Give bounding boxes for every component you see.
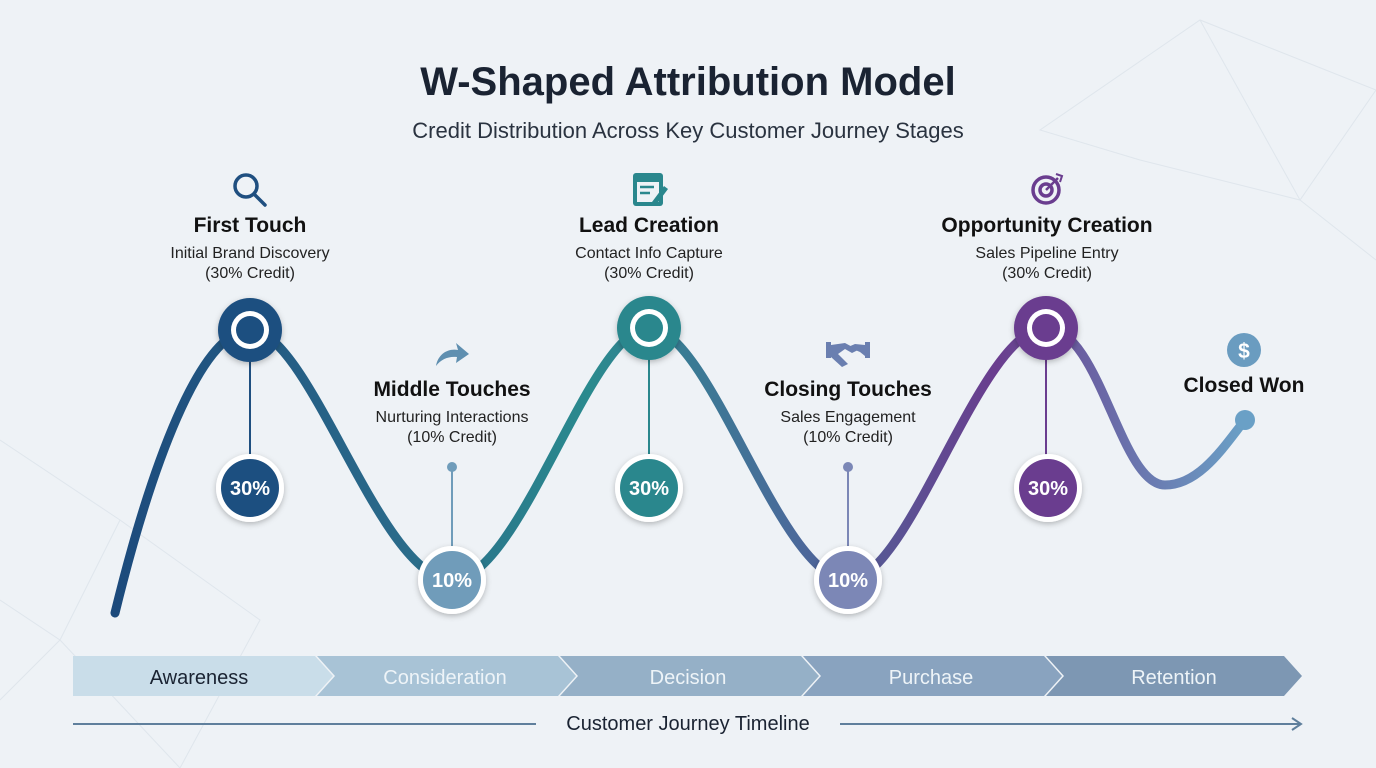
stage-label: Awareness: [150, 667, 249, 689]
badge-label: 10%: [828, 570, 868, 592]
touchpoint-title: First Touch: [193, 214, 307, 237]
dollar-icon: $: [1227, 333, 1261, 367]
badge-label: 30%: [629, 478, 669, 500]
journey-stages: Awareness Consideration Decision Purchas…: [73, 656, 1302, 696]
stage-label: Purchase: [889, 667, 974, 689]
badge-label: 30%: [1028, 478, 1068, 500]
touchpoint-credit: (30% Credit): [205, 265, 295, 282]
touchpoint-opportunity-creation: Opportunity Creation Sales Pipeline Entr…: [897, 214, 1197, 284]
credit-badge-middle-touches: 10%: [418, 546, 486, 614]
page-title: W-Shaped Attribution Model: [420, 60, 956, 104]
stage-purchase: [803, 656, 1062, 696]
timeline-label: Customer Journey Timeline: [566, 713, 810, 735]
touchpoint-title: Opportunity Creation: [941, 214, 1153, 237]
touchpoint-closed-won: Closed Won: [1094, 374, 1376, 398]
touchpoint-credit: (10% Credit): [803, 429, 893, 446]
touchpoint-description: Sales Pipeline Entry: [975, 245, 1119, 262]
connector-dot: [843, 462, 853, 472]
search-icon: [233, 173, 267, 207]
touchpoint-credit: (10% Credit): [407, 429, 497, 446]
timeline-axis: [73, 717, 1303, 731]
stage-awareness: [73, 656, 333, 696]
target-icon: [1031, 173, 1064, 205]
touchpoint-title: Lead Creation: [578, 214, 720, 237]
touchpoint-title: Closed Won: [1183, 374, 1305, 397]
connector-dot: [447, 462, 457, 472]
peak-node-lead-creation: [617, 296, 681, 360]
peak-node-first-touch: [218, 298, 282, 362]
touchpoint-credit: (30% Credit): [1002, 265, 1092, 282]
share-arrow-icon: [436, 343, 469, 366]
touchpoint-description: Initial Brand Discovery: [170, 245, 330, 262]
touchpoint-description: Sales Engagement: [780, 409, 916, 426]
stage-label: Consideration: [383, 667, 506, 689]
touchpoint-description: Nurturing Interactions: [375, 409, 529, 426]
svg-text:$: $: [1238, 340, 1250, 363]
credit-badge-first-touch: 30%: [216, 454, 284, 522]
stage-retention: [1046, 656, 1302, 696]
arrow-right-icon: [1291, 717, 1303, 731]
stage-label: Decision: [650, 667, 727, 689]
credit-badge-lead-creation: 30%: [615, 454, 683, 522]
touchpoint-first-touch: First Touch Initial Brand Discovery (30%…: [100, 214, 400, 284]
peak-node-opportunity: [1014, 296, 1078, 360]
touchpoint-middle-touches: Middle Touches Nurturing Interactions (1…: [302, 378, 602, 448]
credit-badge-closing-touches: 10%: [814, 546, 882, 614]
page-subtitle: Credit Distribution Across Key Customer …: [412, 118, 964, 143]
background-pattern: [0, 19, 1376, 768]
touchpoint-title: Closing Touches: [764, 378, 932, 401]
touchpoint-credit: (30% Credit): [604, 265, 694, 282]
handshake-icon: [826, 342, 870, 367]
badge-label: 30%: [230, 478, 270, 500]
stage-label: Retention: [1131, 667, 1217, 689]
touchpoint-closing-touches: Closing Touches Sales Engagement (10% Cr…: [698, 378, 998, 448]
touchpoint-lead-creation: Lead Creation Contact Info Capture (30% …: [499, 214, 799, 284]
touchpoint-description: Contact Info Capture: [575, 245, 723, 262]
badge-label: 10%: [432, 570, 472, 592]
end-node-closed-won: [1235, 410, 1255, 430]
form-edit-icon: [633, 173, 668, 206]
touchpoint-title: Middle Touches: [373, 378, 531, 401]
credit-badge-opportunity: 30%: [1014, 454, 1082, 522]
stage-consideration: [317, 656, 576, 696]
stage-decision: [560, 656, 819, 696]
